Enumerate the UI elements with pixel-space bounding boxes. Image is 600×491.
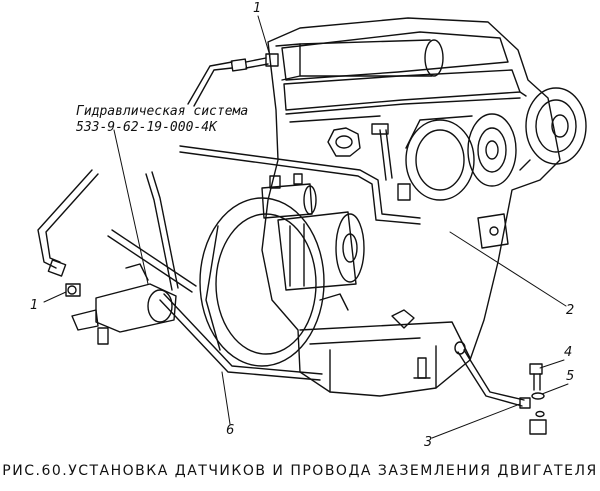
flywheel-housing xyxy=(199,197,325,367)
callout-1-top: 1 xyxy=(253,1,262,16)
callout-2: 2 xyxy=(566,303,575,318)
starter-motor xyxy=(261,173,365,291)
oil-filler-cap xyxy=(327,127,361,157)
sensor-valve-body xyxy=(65,263,177,345)
ground-wire xyxy=(413,341,531,409)
bolt-washer-set xyxy=(529,363,547,435)
hydraulic-system-title: Гидравлическая система xyxy=(76,104,249,119)
intake-pipe xyxy=(275,39,444,81)
sensor-bracket xyxy=(319,213,509,329)
callout-3: 3 xyxy=(424,435,433,450)
hydraulic-hose xyxy=(37,169,197,293)
top-sensor xyxy=(187,53,279,107)
figure-caption: РИС.60.УСТАНОВКА ДАТЧИКОВ И ПРОВОДА ЗАЗЕ… xyxy=(2,463,598,479)
tube-6 xyxy=(159,293,323,381)
crank-pulley xyxy=(519,87,587,171)
callout-1-left: 1 xyxy=(30,298,39,313)
leader-lines xyxy=(43,15,569,439)
hydraulic-tube xyxy=(179,123,421,225)
hydraulic-system-label: Гидравлическая система 533-9-62-19-000-4… xyxy=(76,104,248,136)
alternator xyxy=(405,113,517,201)
hydraulic-system-code: 533-9-62-19-000-4K xyxy=(76,120,217,135)
callout-5: 5 xyxy=(566,369,575,384)
callout-6: 6 xyxy=(226,423,235,438)
callout-4: 4 xyxy=(564,345,573,360)
